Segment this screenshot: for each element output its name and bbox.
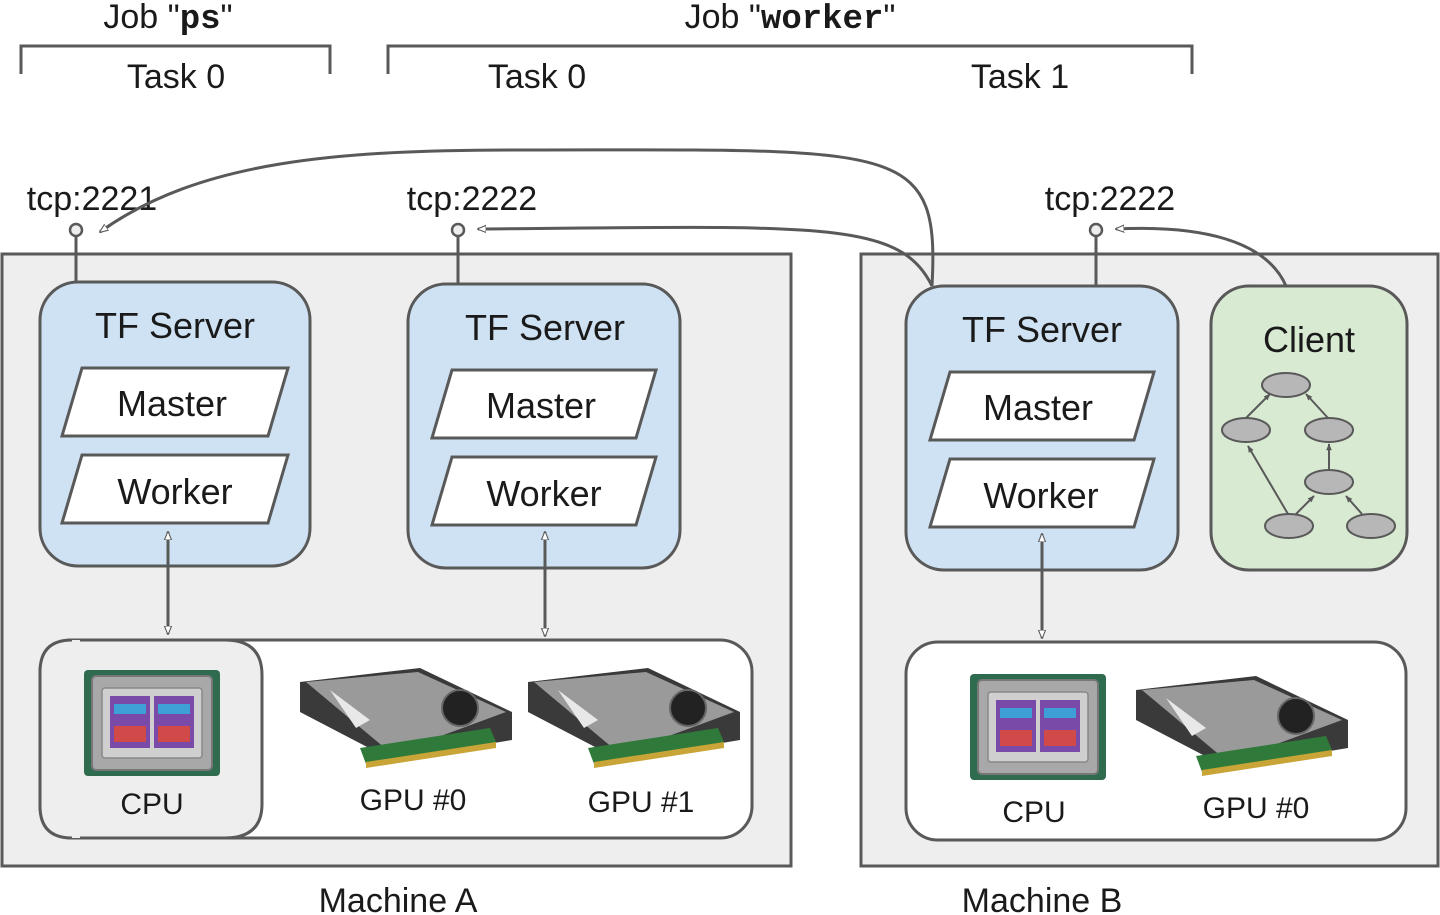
job-ps-bracket <box>19 44 332 74</box>
worker-label: Worker <box>486 473 601 514</box>
worker-label: Worker <box>117 471 232 512</box>
master-label: Master <box>117 383 227 424</box>
tf-server-title: TF Server <box>95 305 255 346</box>
ps-task0-label: Task 0 <box>127 58 225 96</box>
machine-a-label: Machine A <box>319 882 478 915</box>
port-2222-b-label: tcp:2222 <box>1045 180 1175 218</box>
master-label: Master <box>486 385 596 426</box>
master-label: Master <box>983 387 1093 428</box>
port-2222-b-socket <box>1088 222 1104 238</box>
gpu-card-icon <box>1136 676 1348 776</box>
master-box <box>429 368 659 440</box>
worker-box <box>59 453 291 525</box>
worker-box <box>927 457 1157 529</box>
worker-label: Worker <box>983 475 1098 516</box>
cpu-highlight-edge <box>38 638 73 840</box>
cpu-label: CPU <box>1002 796 1065 829</box>
graph-icon <box>1221 372 1396 539</box>
worker-task1-label: Task 1 <box>971 58 1069 96</box>
connection-to-worker0 <box>478 227 934 287</box>
gpu-card-icon <box>528 668 740 768</box>
client-label: Client <box>1263 319 1355 360</box>
job-worker-bracket <box>386 44 1194 74</box>
tf-server-title: TF Server <box>465 307 625 348</box>
tf-server-title: TF Server <box>962 309 1122 350</box>
client-to-worker1 <box>1116 228 1288 287</box>
gpu1-label: GPU #1 <box>588 786 695 819</box>
port-2221-socket <box>68 222 84 238</box>
gpu0-label: GPU #0 <box>1203 792 1310 825</box>
connection-to-ps <box>100 148 935 287</box>
job-ps-label: Job "ps" <box>103 0 232 39</box>
machine-b-label: Machine B <box>962 882 1123 915</box>
gpu-card-icon <box>300 668 512 768</box>
port-2222-a-socket <box>450 222 466 238</box>
master-box <box>59 366 291 438</box>
job-worker-label: Job "worker" <box>685 0 896 39</box>
gpu0-label: GPU #0 <box>360 784 467 817</box>
worker-task0-label: Task 0 <box>488 58 586 96</box>
master-box <box>927 370 1157 442</box>
cpu-highlight-fill <box>40 640 80 838</box>
port-2221-label: tcp:2221 <box>27 180 157 218</box>
cpu-label: CPU <box>120 788 183 821</box>
worker-box <box>429 455 659 527</box>
cpu-chip-icon <box>970 674 1106 780</box>
port-2222-a-label: tcp:2222 <box>407 180 537 218</box>
cpu-chip-icon <box>84 670 220 776</box>
